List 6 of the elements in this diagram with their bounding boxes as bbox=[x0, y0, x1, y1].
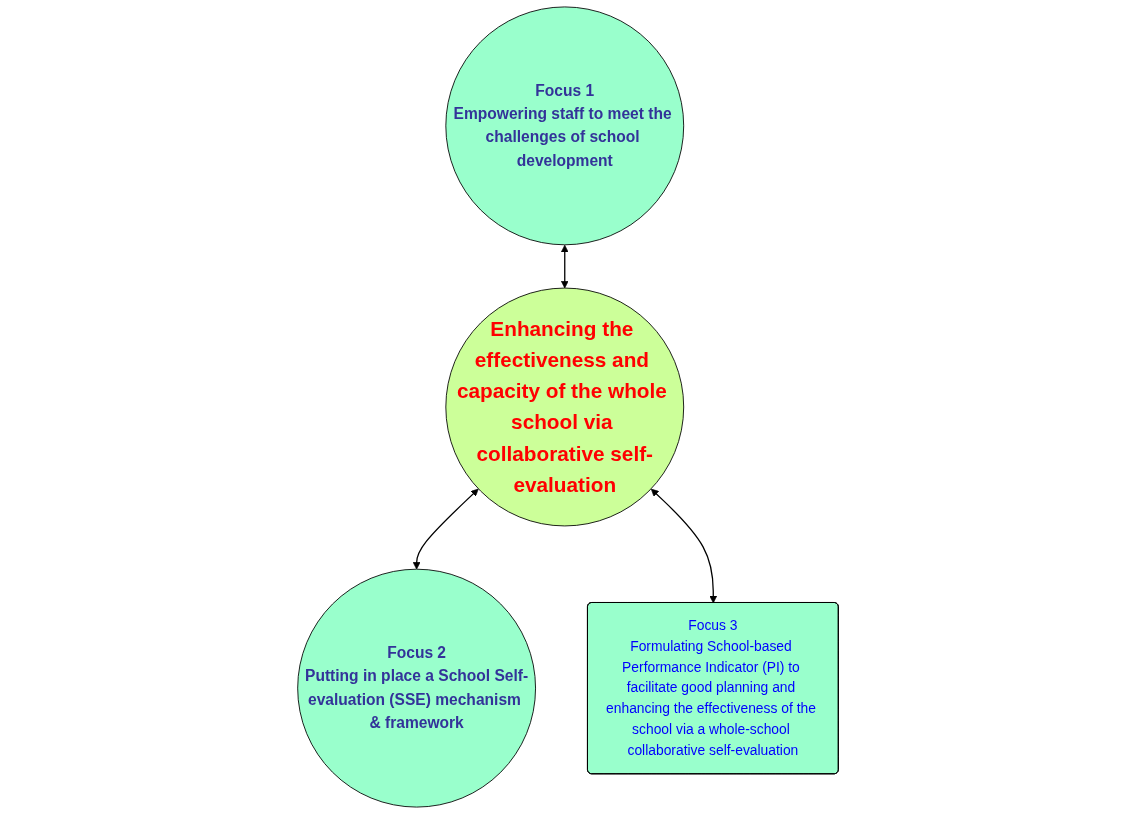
arrow bbox=[650, 488, 718, 604]
arrow bbox=[560, 244, 569, 289]
node-circle: Focus 2 Putting in place a School Self-evaluation (SSE) mechanism & framework bbox=[297, 568, 536, 808]
node-circle: Enhancing the effectiveness and capacity of the whole school via collaborative self-evaluation bbox=[445, 287, 685, 527]
arrow bbox=[412, 488, 479, 570]
node-circle: Focus 1 Empowering staff to meet the challenges of school development bbox=[445, 6, 685, 246]
